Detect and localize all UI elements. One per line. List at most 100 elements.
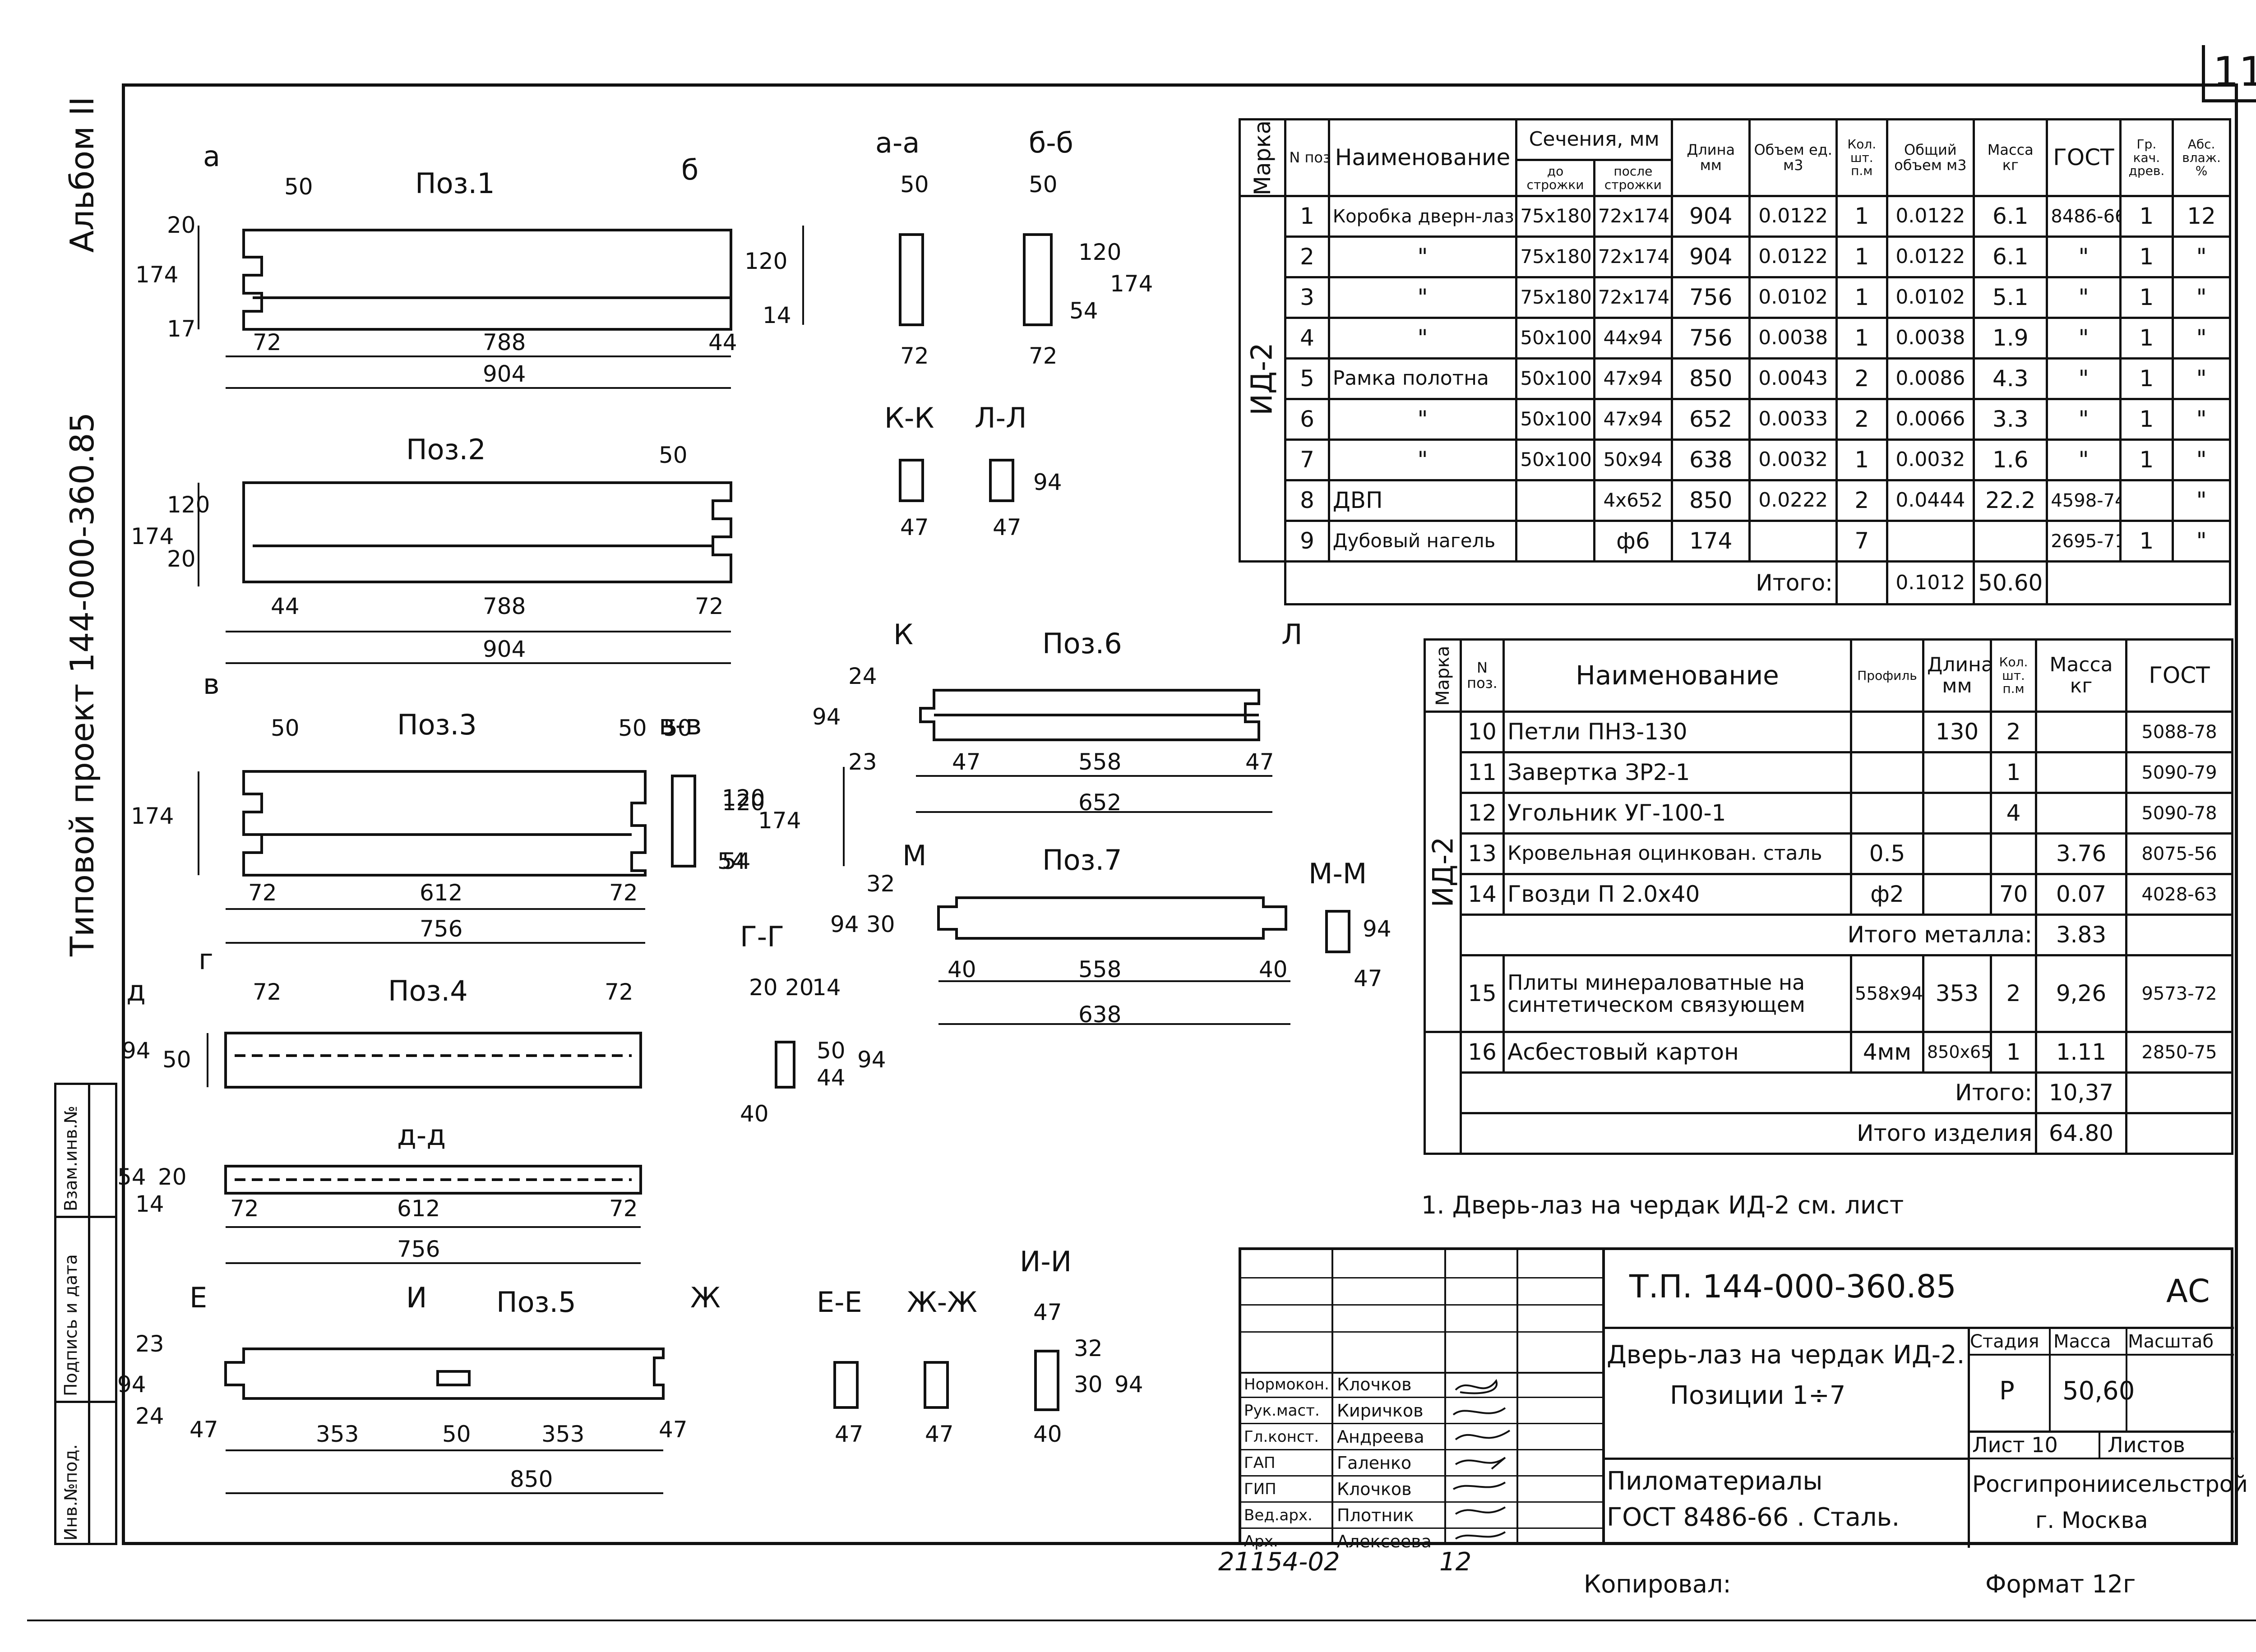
section-gg-dim-94: 94	[857, 1047, 886, 1073]
section-ll-title: Л-Л	[975, 401, 1027, 434]
t2-cell: 12	[1460, 792, 1505, 835]
t1-header-n: N поз.	[1284, 118, 1330, 197]
section-bb-dim-174: 174	[1110, 271, 1153, 297]
poz3-title: Поз.3	[397, 708, 477, 741]
poz7-dim-40a: 40	[948, 956, 976, 983]
section-bb-title: б-б	[1029, 126, 1073, 159]
staff-name: Клочков	[1337, 1479, 1412, 1499]
poz6-dim-23: 23	[848, 749, 877, 775]
poz4-dim-50: 50	[162, 1047, 191, 1073]
poz1-dim-788: 788	[483, 329, 526, 355]
t1-cell: 2	[1284, 235, 1330, 278]
t1-cell: 2	[1835, 357, 1888, 400]
t1-cell: "	[2172, 235, 2231, 278]
sheet-label: Лист 10	[1972, 1433, 2058, 1457]
poz1-dim-17: 17	[167, 316, 196, 342]
t1-cell: Дубовый нагель	[1327, 520, 1518, 563]
poz4-dim-72a: 72	[253, 979, 282, 1005]
poz7-dim-638: 638	[1078, 1001, 1122, 1028]
t1-cell: 50x100	[1515, 357, 1595, 400]
t1-cell: 0.0222	[1748, 479, 1838, 522]
t2-cell: 1	[1990, 1031, 2037, 1074]
t1-cell: 0.0032	[1886, 438, 1975, 481]
section-vv-dim-174: 174	[758, 808, 801, 834]
poz5-title: Поз.5	[496, 1286, 576, 1319]
t1-cell: 4	[1284, 317, 1330, 360]
staff-role: Нормокон.	[1244, 1375, 1329, 1394]
t1-cell: 1.9	[1973, 317, 2048, 360]
staff-role: ГАП	[1244, 1454, 1276, 1472]
section-ee-dim-47: 47	[835, 1421, 864, 1447]
t1-cell: ф6	[1593, 520, 1674, 563]
t1-cell: 7	[1835, 520, 1888, 563]
poz5-dim-23: 23	[135, 1331, 164, 1357]
dd-outline	[224, 1165, 642, 1195]
dd-title: д-д	[397, 1119, 446, 1152]
section-gg-dim-44: 44	[817, 1065, 846, 1091]
bottom-page: 12	[1439, 1547, 1472, 1577]
t1-cell: "	[2172, 520, 2231, 563]
poz6-outline	[919, 689, 1260, 741]
t1-cell: "	[2172, 479, 2231, 522]
t1-cell: "	[2046, 276, 2122, 319]
t2-cell: Петли ПНЗ-130	[1502, 711, 1852, 753]
t1-cell: "	[2172, 398, 2231, 441]
t2-cell: 11	[1460, 751, 1505, 794]
cut-mark-g: г	[199, 943, 213, 976]
poz3-dim-54: 54	[722, 848, 751, 874]
poz4-outline	[224, 1032, 642, 1089]
poz1-dim-50: 50	[284, 174, 313, 200]
t1-cell: 0.0122	[1886, 195, 1975, 238]
section-gg-dim-14: 14	[812, 974, 841, 1001]
section-mm-dim-94: 94	[1363, 916, 1392, 942]
section-vv-dim-120: 120	[722, 789, 765, 816]
t1-cell: 756	[1671, 276, 1751, 319]
drawing-title-line2: Позиции 1÷7	[1670, 1381, 1846, 1410]
t2-header-mass: Масса кг	[2035, 638, 2127, 713]
cut-mark-m: М	[902, 839, 927, 872]
t1-cell: 1	[2119, 317, 2174, 360]
signatures	[1452, 1379, 1511, 1540]
t1-cell: 1	[2119, 438, 2174, 481]
t2-cell	[2035, 751, 2127, 794]
t1-cell: 1	[2119, 195, 2174, 238]
cut-mark-b: б	[681, 153, 699, 186]
t2-cell	[2035, 711, 2127, 753]
copied-label: Копировал:	[1584, 1570, 1731, 1598]
poz3-dim-612: 612	[420, 880, 463, 906]
t2-cell: 9,26	[2035, 954, 2127, 1033]
t2-cell: 558x94	[1850, 954, 1924, 1033]
poz3-dim-120: 120	[722, 785, 765, 811]
t1-cell: 756	[1671, 317, 1751, 360]
staff-name: Плотник	[1337, 1505, 1414, 1525]
poz1-title: Поз.1	[415, 167, 495, 200]
t1-header-grade: Гр. кач. древ.	[2119, 118, 2174, 197]
t1-cell: 6.1	[1973, 195, 2048, 238]
t1-cell: 0.0038	[1886, 317, 1975, 360]
poz7-dim-40b: 40	[1259, 956, 1288, 983]
t2-cell: Кровельная оцинкован. сталь	[1502, 832, 1852, 875]
t2-header-n: N поз.	[1460, 638, 1505, 713]
t1-cell: "	[1327, 398, 1518, 441]
dd-dim-72b: 72	[609, 1195, 638, 1222]
t1-header-gost: ГОСТ	[2046, 118, 2122, 197]
section-zhzh-dim-47: 47	[925, 1421, 954, 1447]
poz6-dim-47b: 47	[1245, 749, 1274, 775]
staff-name: Киричков	[1337, 1400, 1424, 1421]
t2-cell: 5088-78	[2125, 711, 2233, 753]
poz2-dim-50: 50	[659, 442, 688, 468]
t1-cell: 850	[1671, 357, 1751, 400]
staff-role: Арх.	[1244, 1532, 1278, 1550]
dd-dim-54: 54	[117, 1164, 146, 1190]
t1-cell: "	[2046, 317, 2122, 360]
t1-cell: 75x180	[1515, 235, 1595, 278]
poz1-dim-904: 904	[483, 361, 526, 387]
poz3-dim-72b: 72	[609, 880, 638, 906]
t1-cell: 0.0444	[1886, 479, 1975, 522]
mass-value: 50,60	[2062, 1376, 2135, 1406]
poz5-dim-353b: 353	[541, 1421, 585, 1447]
t2-cell: 4	[1990, 792, 2037, 835]
t2-cell	[1922, 792, 1992, 835]
section-ii-title: И-И	[1020, 1245, 1072, 1278]
t1-cell: 1	[2119, 398, 2174, 441]
